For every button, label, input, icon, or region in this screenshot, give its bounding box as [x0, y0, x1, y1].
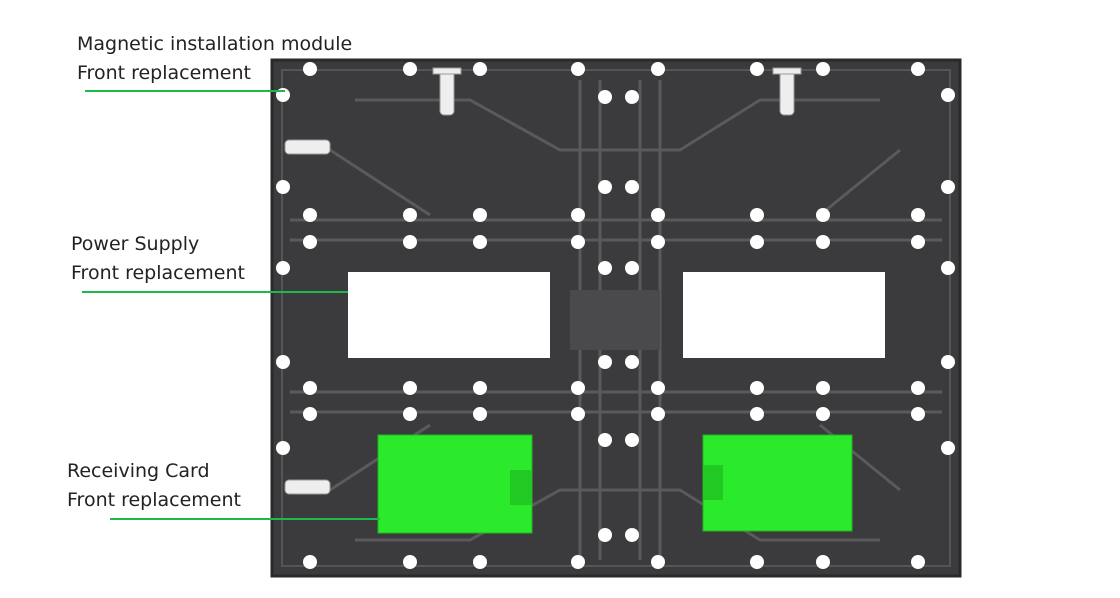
mounting-point: [571, 407, 585, 421]
center-hub: [570, 290, 660, 350]
mounting-point: [571, 62, 585, 76]
receiving-card-left-connector: [510, 470, 532, 505]
mounting-point: [911, 208, 925, 222]
receiving-card-right: [702, 434, 853, 532]
mounting-point: [276, 441, 290, 455]
mounting-point: [303, 235, 317, 249]
mounting-point: [403, 555, 417, 569]
mounting-point: [816, 235, 830, 249]
mounting-point: [941, 88, 955, 102]
mounting-point: [598, 261, 612, 275]
mounting-point: [473, 62, 487, 76]
mounting-point: [473, 381, 487, 395]
mounting-point: [625, 355, 639, 369]
mounting-point: [473, 235, 487, 249]
mounting-point: [598, 433, 612, 447]
mounting-point: [276, 355, 290, 369]
mounting-point: [750, 208, 764, 222]
mounting-point: [911, 381, 925, 395]
callout-magnetic-module: Magnetic installation module Front repla…: [77, 30, 352, 88]
mounting-point: [403, 235, 417, 249]
mounting-point: [651, 381, 665, 395]
mounting-point: [816, 407, 830, 421]
mounting-point: [750, 381, 764, 395]
mounting-point: [625, 528, 639, 542]
cabinet-inner-border: [281, 69, 951, 567]
mounting-point: [625, 261, 639, 275]
mounting-point: [651, 407, 665, 421]
mounting-point: [403, 407, 417, 421]
mounting-point: [750, 407, 764, 421]
mounting-point: [816, 208, 830, 222]
mounting-point: [403, 208, 417, 222]
callout-subtitle: Front replacement: [71, 262, 245, 284]
mounting-point: [651, 62, 665, 76]
mounting-point: [750, 62, 764, 76]
mounting-point: [911, 407, 925, 421]
callout-subtitle: Front replacement: [77, 62, 251, 84]
mounting-point: [598, 355, 612, 369]
mounting-point: [625, 180, 639, 194]
mounting-point: [651, 235, 665, 249]
receiving-card-right-connector: [703, 465, 723, 500]
mounting-point: [625, 90, 639, 104]
mounting-point: [816, 381, 830, 395]
callout-title: Power Supply: [71, 233, 200, 255]
mounting-point: [403, 381, 417, 395]
callout-title: Receiving Card: [67, 460, 210, 482]
leader-lines: [82, 90, 380, 520]
mounting-point: [473, 555, 487, 569]
callout-subtitle: Front replacement: [67, 489, 241, 511]
power-supply-bay-right: [683, 272, 885, 358]
mounting-point: [750, 555, 764, 569]
callout-receiving-card: Receiving Card Front replacement: [67, 457, 241, 515]
mounting-point: [816, 555, 830, 569]
power-supply-bay-left: [348, 272, 550, 358]
mounting-point: [911, 235, 925, 249]
mounting-point: [911, 555, 925, 569]
mounting-point: [625, 433, 639, 447]
mounting-point: [911, 62, 925, 76]
mounting-point: [598, 528, 612, 542]
mounting-point: [651, 555, 665, 569]
mounting-point: [598, 90, 612, 104]
mounting-point: [941, 441, 955, 455]
mounting-point: [303, 381, 317, 395]
magnetic-latches: [284, 67, 802, 495]
mounting-point: [941, 180, 955, 194]
mounting-point: [571, 381, 585, 395]
mounting-point: [750, 235, 764, 249]
mounting-point: [403, 62, 417, 76]
mounting-point: [598, 180, 612, 194]
mounting-point: [571, 208, 585, 222]
callout-power-supply: Power Supply Front replacement: [71, 230, 245, 288]
receiving-card-left: [377, 434, 533, 534]
mounting-point: [303, 62, 317, 76]
callout-title: Magnetic installation module: [77, 33, 353, 55]
mounting-point: [276, 180, 290, 194]
mounting-point: [276, 261, 290, 275]
mounting-point: [473, 208, 487, 222]
mounting-point: [571, 235, 585, 249]
mounting-point: [303, 555, 317, 569]
mounting-points: [276, 62, 955, 569]
mounting-point: [303, 208, 317, 222]
mounting-point: [473, 407, 487, 421]
mounting-point: [571, 555, 585, 569]
mounting-point: [816, 62, 830, 76]
mounting-point: [941, 355, 955, 369]
mounting-point: [651, 208, 665, 222]
mounting-point: [941, 261, 955, 275]
mounting-point: [303, 407, 317, 421]
